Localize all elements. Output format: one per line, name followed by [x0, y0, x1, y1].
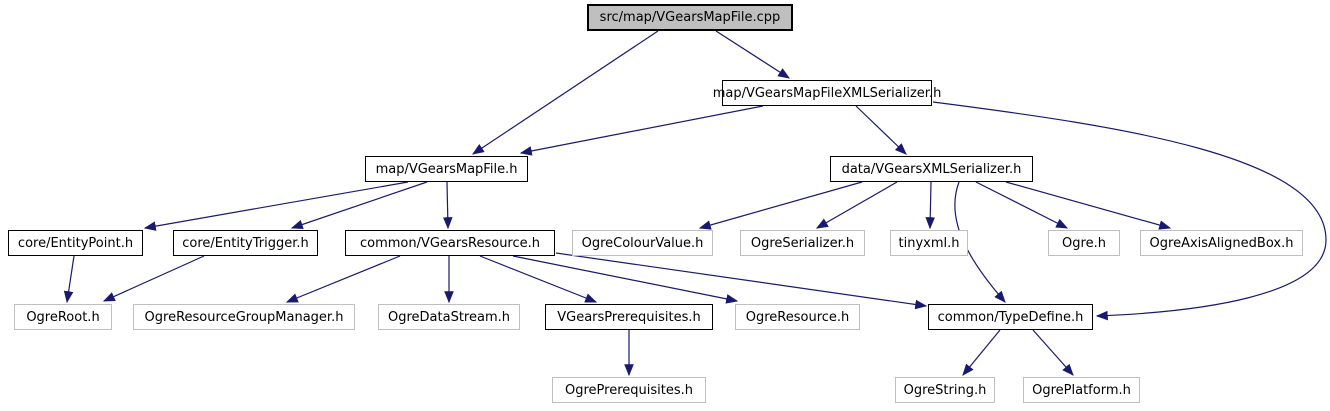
graph-node-ogreplatform[interactable]: OgrePlatform.h	[1023, 377, 1140, 403]
graph-node-resgrpmgr[interactable]: OgreResourceGroupManager.h	[133, 304, 355, 330]
graph-node-entitytrigger[interactable]: core/EntityTrigger.h	[173, 230, 318, 256]
edge-vgresource-to-resgrpmgr	[285, 255, 401, 303]
graph-node-xmlserial[interactable]: data/VGearsXMLSerializer.h	[830, 156, 1033, 182]
graph-node-ogreh[interactable]: Ogre.h	[1048, 230, 1120, 256]
edge-vgresource-to-vgprereq	[479, 255, 598, 303]
graph-node-ogreprereq[interactable]: OgrePrerequisites.h	[552, 377, 706, 403]
graph-node-mapfile[interactable]: map/VGearsMapFile.h	[365, 156, 528, 182]
graph-node-mapserial[interactable]: map/VGearsMapFileXMLSerializer.h	[713, 80, 941, 106]
graph-node-colourvalue[interactable]: OgreColourValue.h	[572, 230, 713, 256]
edge-vgresource-to-typedef	[555, 252, 928, 310]
edge-entitypoint-to-root	[63, 255, 75, 304]
graph-node-ogrestring[interactable]: OgreString.h	[895, 377, 995, 403]
edge-cpp-to-mapfile	[472, 30, 659, 155]
edge-xmlserial-to-tinyxml	[925, 181, 936, 230]
graph-node-ogreserial[interactable]: OgreSerializer.h	[740, 230, 865, 256]
graph-node-aabb[interactable]: OgreAxisAlignedBox.h	[1140, 230, 1303, 256]
graph-node-entitypoint[interactable]: core/EntityPoint.h	[8, 230, 143, 256]
graph-node-vgprereq[interactable]: VGearsPrerequisites.h	[545, 304, 713, 330]
graph-node-tinyxml[interactable]: tinyxml.h	[890, 230, 968, 256]
graph-node-vgresource[interactable]: common/VGearsResource.h	[345, 230, 555, 256]
edge-mapfile-to-vgresource	[442, 181, 453, 230]
edge-mapserial-to-typedef	[932, 101, 1327, 321]
edge-mapfile-to-entitytrigger	[290, 181, 428, 230]
edge-mapfile-to-entitypoint	[143, 181, 409, 231]
edge-mapserial-to-mapfile	[519, 105, 764, 156]
edge-xmlserial-to-colourvalue	[698, 181, 863, 230]
edge-xmlserial-to-aabb	[1005, 181, 1172, 230]
edge-mapserial-to-xmlserial	[855, 105, 907, 155]
edge-entitytrigger-to-root	[102, 255, 205, 302]
graph-node-cpp[interactable]: src/map/VGearsMapFile.cpp	[587, 4, 793, 31]
edge-cpp-to-mapserial	[715, 30, 791, 79]
graph-node-ogreresource[interactable]: OgreResource.h	[735, 304, 860, 330]
graph-node-datastream[interactable]: OgreDataStream.h	[378, 304, 520, 330]
edge-vgresource-to-ogreresource	[512, 255, 739, 304]
edge-xmlserial-to-ogreserial	[815, 181, 898, 229]
graph-node-root[interactable]: OgreRoot.h	[14, 304, 112, 330]
edge-typedef-to-ogrestring	[962, 329, 1001, 376]
graph-node-typedef[interactable]: common/TypeDefine.h	[928, 304, 1093, 330]
edge-xmlserial-to-ogreh	[975, 181, 1069, 229]
edge-typedef-to-ogreplatform	[1032, 329, 1074, 376]
